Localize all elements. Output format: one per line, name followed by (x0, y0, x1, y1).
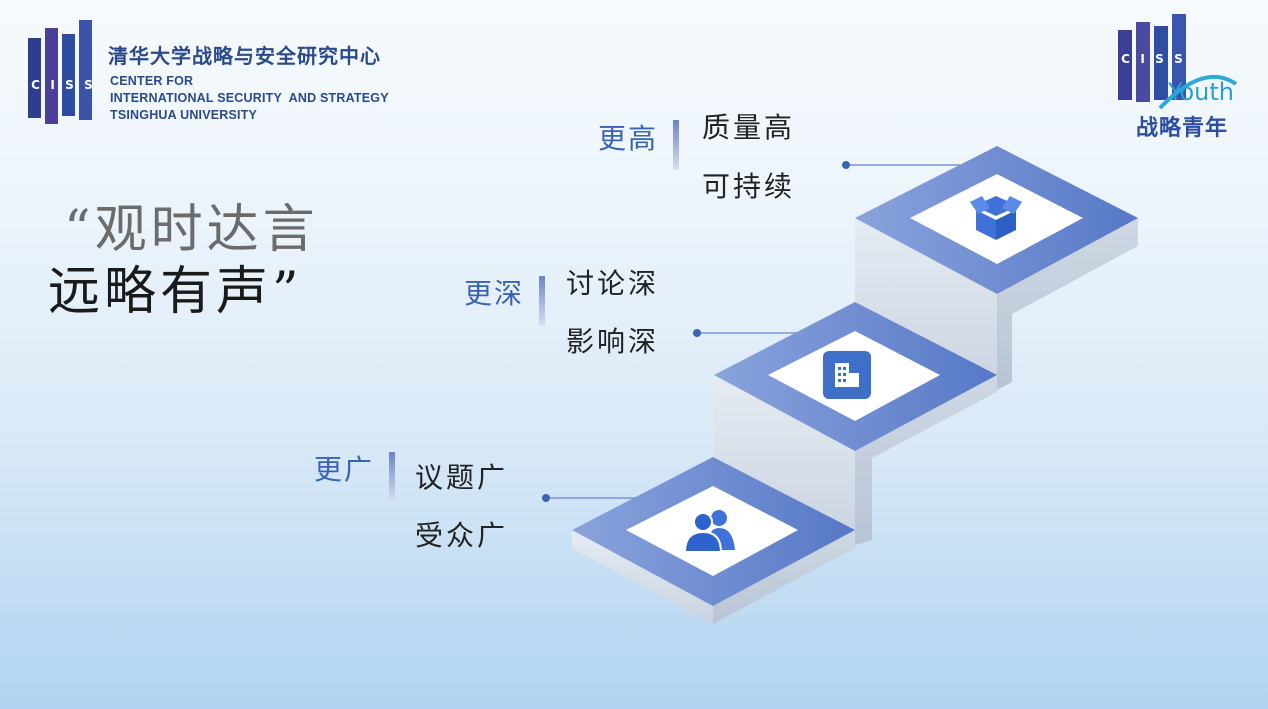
step-divider (389, 452, 395, 502)
step-label-deeper: 更深 (464, 277, 525, 310)
logo-letter: S (84, 78, 93, 92)
step-top-inner-3 (910, 174, 1083, 264)
youth-logo-letter: C (1121, 52, 1130, 66)
youth-logo-letter: I (1140, 52, 1145, 66)
logo-letter: C (31, 78, 40, 92)
step-label-broader: 更广 (314, 453, 375, 486)
building-icon (823, 351, 871, 399)
step-item: 讨论深 (566, 267, 660, 300)
connector-dot (542, 494, 550, 502)
users-icon (683, 510, 735, 553)
step-riser (713, 530, 855, 624)
logo-name-cn: 清华大学战略与安全研究中心 (108, 44, 381, 68)
quote-line-2: 远略有声” (48, 262, 303, 322)
youth-cn: 战略青年 (1136, 116, 1229, 141)
youth-logo-letter: S (1174, 52, 1183, 66)
youth-word: Youth (1168, 78, 1234, 106)
youth-logo-letter: S (1155, 52, 1164, 66)
ciss-logo-bars (28, 20, 92, 124)
youth-logo: C I S S Youth 战略青年 (1112, 12, 1242, 141)
step-divider (673, 120, 679, 170)
step-item: 受众广 (415, 519, 509, 552)
step-riser (714, 375, 855, 545)
youth-logo-bars (1118, 14, 1238, 110)
step-riser (855, 218, 997, 390)
connector-dot (842, 161, 850, 169)
logo-letter: I (50, 78, 55, 92)
step-divider (539, 276, 545, 326)
logo-letter: S (65, 78, 74, 92)
logo-name-en-2: INTERNATIONAL SECURITY AND STRATEGY (110, 91, 389, 105)
step-riser (572, 530, 713, 624)
ciss-logo: C I S S (26, 18, 98, 126)
step-item: 议题广 (415, 461, 509, 494)
logo-name-en-1: CENTER FOR (110, 74, 194, 88)
step-item: 可持续 (702, 170, 796, 203)
step-item: 质量高 (702, 111, 796, 144)
step-riser (855, 375, 997, 545)
box-icon (970, 196, 1022, 240)
connector-dot (693, 329, 701, 337)
quote-line-1: “观时达言 (64, 200, 319, 260)
step-riser (997, 218, 1138, 390)
step-label-higher: 更高 (598, 122, 659, 155)
logo-name-en-3: TSINGHUA UNIVERSITY (110, 108, 258, 122)
step-item: 影响深 (566, 325, 660, 358)
